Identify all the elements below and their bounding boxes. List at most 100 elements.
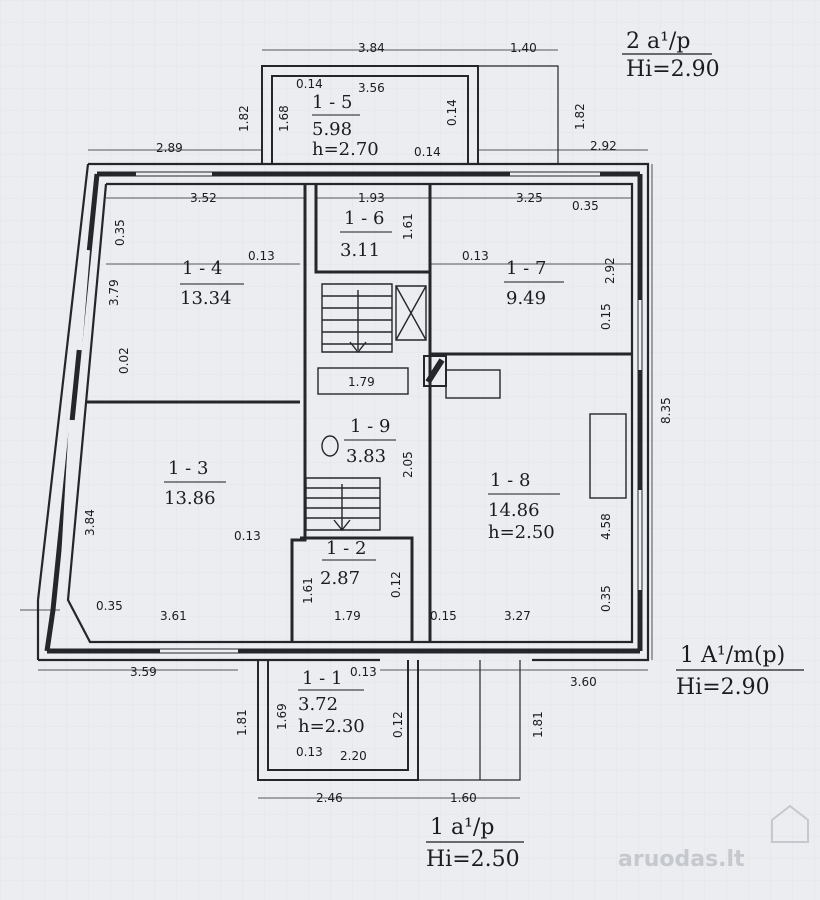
dim-label: 0.14 (414, 145, 441, 159)
room-area: 5.98 (312, 119, 352, 140)
dim-label: 0.35 (572, 199, 599, 213)
dim-label: 0.13 (462, 249, 489, 263)
window-left-low (61, 419, 75, 561)
brand-name: aruodas.lt (618, 847, 745, 872)
dimensions-top: 3.84 1.40 0.14 3.56 1.82 1.68 0.14 1.82 … (156, 41, 617, 213)
dim-label: 2.92 (603, 257, 617, 284)
room-1-8: 1 - 8 14.86 h=2.50 (488, 470, 560, 543)
dim-label: 3.59 (130, 665, 157, 679)
room-id: 1 - 9 (350, 416, 390, 437)
level-height: Hi=2.90 (676, 675, 770, 700)
room-id: 1 - 4 (182, 258, 222, 279)
level-height: Hi=2.90 (626, 57, 720, 82)
chimney-hatch (425, 358, 445, 384)
room-area: 2.87 (320, 568, 360, 589)
dim-label: 1.40 (510, 41, 537, 55)
dim-label: 1.79 (348, 375, 375, 389)
dim-label: 3.27 (504, 609, 531, 623)
room-1-4: 1 - 4 13.34 (180, 258, 244, 309)
dim-label: 1.81 (235, 709, 249, 736)
dim-label: 1.68 (277, 105, 291, 132)
dim-label: 0.14 (296, 77, 323, 91)
dim-label: 3.79 (107, 279, 121, 306)
room-1-6: 1 - 6 3.11 (340, 208, 392, 261)
dim-label: 4.58 (599, 513, 613, 540)
kitchen-sink (445, 369, 501, 399)
dim-lines (20, 49, 653, 799)
room-1-5: 1 - 5 5.98 h=2.70 (312, 92, 379, 160)
walls (20, 49, 653, 799)
room-id: 1 - 2 (326, 538, 366, 559)
balcony-top (261, 65, 479, 164)
dim-label: 8.35 (659, 397, 673, 424)
dim-label: 1.69 (275, 703, 289, 730)
room-1-2: 1 - 2 2.87 (320, 538, 376, 589)
window-lines-bottom (160, 648, 238, 654)
level-label-1-main: 1 A¹/m(p) Hi=2.90 (676, 643, 804, 700)
dimensions-middle: 0.35 1.61 0.13 0.13 3.79 2.92 0.15 0.02 … (83, 213, 673, 543)
room-area: 3.11 (340, 240, 380, 261)
porch-bottom-ext (418, 660, 521, 781)
level-label-2: 2 a¹/p Hi=2.90 (622, 29, 720, 82)
room-id: 1 - 1 (302, 668, 342, 689)
dim-label: 1.61 (301, 577, 315, 604)
room-area: 3.72 (298, 694, 338, 715)
balcony-top-ext (478, 65, 559, 164)
dim-label: 0.13 (350, 665, 377, 679)
bathtub (317, 367, 409, 395)
dimensions-bottom: 1.61 0.12 0.35 0.35 3.61 1.79 0.15 3.27 … (96, 571, 613, 805)
dim-label: 0.13 (234, 529, 261, 543)
dim-label: 3.56 (358, 81, 385, 95)
dim-label: 0.12 (391, 711, 405, 738)
window-left (76, 249, 90, 351)
level-height: Hi=2.50 (426, 847, 520, 872)
room-height: h=2.50 (488, 522, 555, 543)
room-labels: 1 - 5 5.98 h=2.70 1 - 6 3.11 1 - 4 13.34… (164, 92, 564, 737)
dim-label: 3.52 (190, 191, 217, 205)
dim-label: 1.82 (573, 103, 587, 130)
dim-label: 2.89 (156, 141, 183, 155)
room-1-9: 1 - 9 3.83 (344, 416, 396, 467)
dim-label: 0.13 (296, 745, 323, 759)
dim-label: 0.35 (599, 585, 613, 612)
porch-bottom (257, 660, 419, 781)
partition-b (314, 184, 432, 274)
dim-label: 2.92 (590, 139, 617, 153)
room-id: 1 - 5 (312, 92, 352, 113)
room-area: 9.49 (506, 288, 546, 309)
dim-label: 0.15 (599, 303, 613, 330)
dim-label: 2.46 (316, 791, 343, 805)
room-area: 13.34 (180, 288, 232, 309)
room-height: h=2.30 (298, 716, 365, 737)
brand-watermark: aruodas.lt (618, 804, 809, 872)
room-id: 1 - 6 (344, 208, 384, 229)
dim-label: 0.02 (117, 347, 131, 374)
dim-label: 3.84 (83, 509, 97, 536)
toilet (321, 435, 339, 457)
level-code: 1 A¹/m(p) (680, 643, 785, 668)
dim-label: 1.82 (237, 105, 251, 132)
level-label-1-porch: 1 a¹/p Hi=2.50 (426, 815, 524, 872)
room-height: h=2.70 (312, 139, 379, 160)
outer-wall-outer (36, 162, 650, 662)
dim-label: 3.25 (516, 191, 543, 205)
window-box (395, 285, 427, 341)
dim-label: 2.05 (401, 451, 415, 478)
room-1-7: 1 - 7 9.49 (504, 258, 564, 309)
dim-label: 3.84 (358, 41, 385, 55)
room-id: 1 - 8 (490, 470, 530, 491)
dim-label: 1.61 (401, 213, 415, 240)
kitchen-counter (589, 413, 627, 499)
dim-label: 0.15 (430, 609, 457, 623)
dim-label: 0.12 (389, 571, 403, 598)
partition-f (300, 536, 414, 642)
level-code: 2 a¹/p (626, 29, 690, 54)
room-1-3: 1 - 3 13.86 (164, 458, 226, 509)
room-area: 13.86 (164, 488, 216, 509)
dim-label: 1.79 (334, 609, 361, 623)
window-lines-top (136, 171, 600, 177)
room-area: 14.86 (488, 500, 540, 521)
dim-label: 0.35 (96, 599, 123, 613)
dim-label: 2.20 (340, 749, 367, 763)
